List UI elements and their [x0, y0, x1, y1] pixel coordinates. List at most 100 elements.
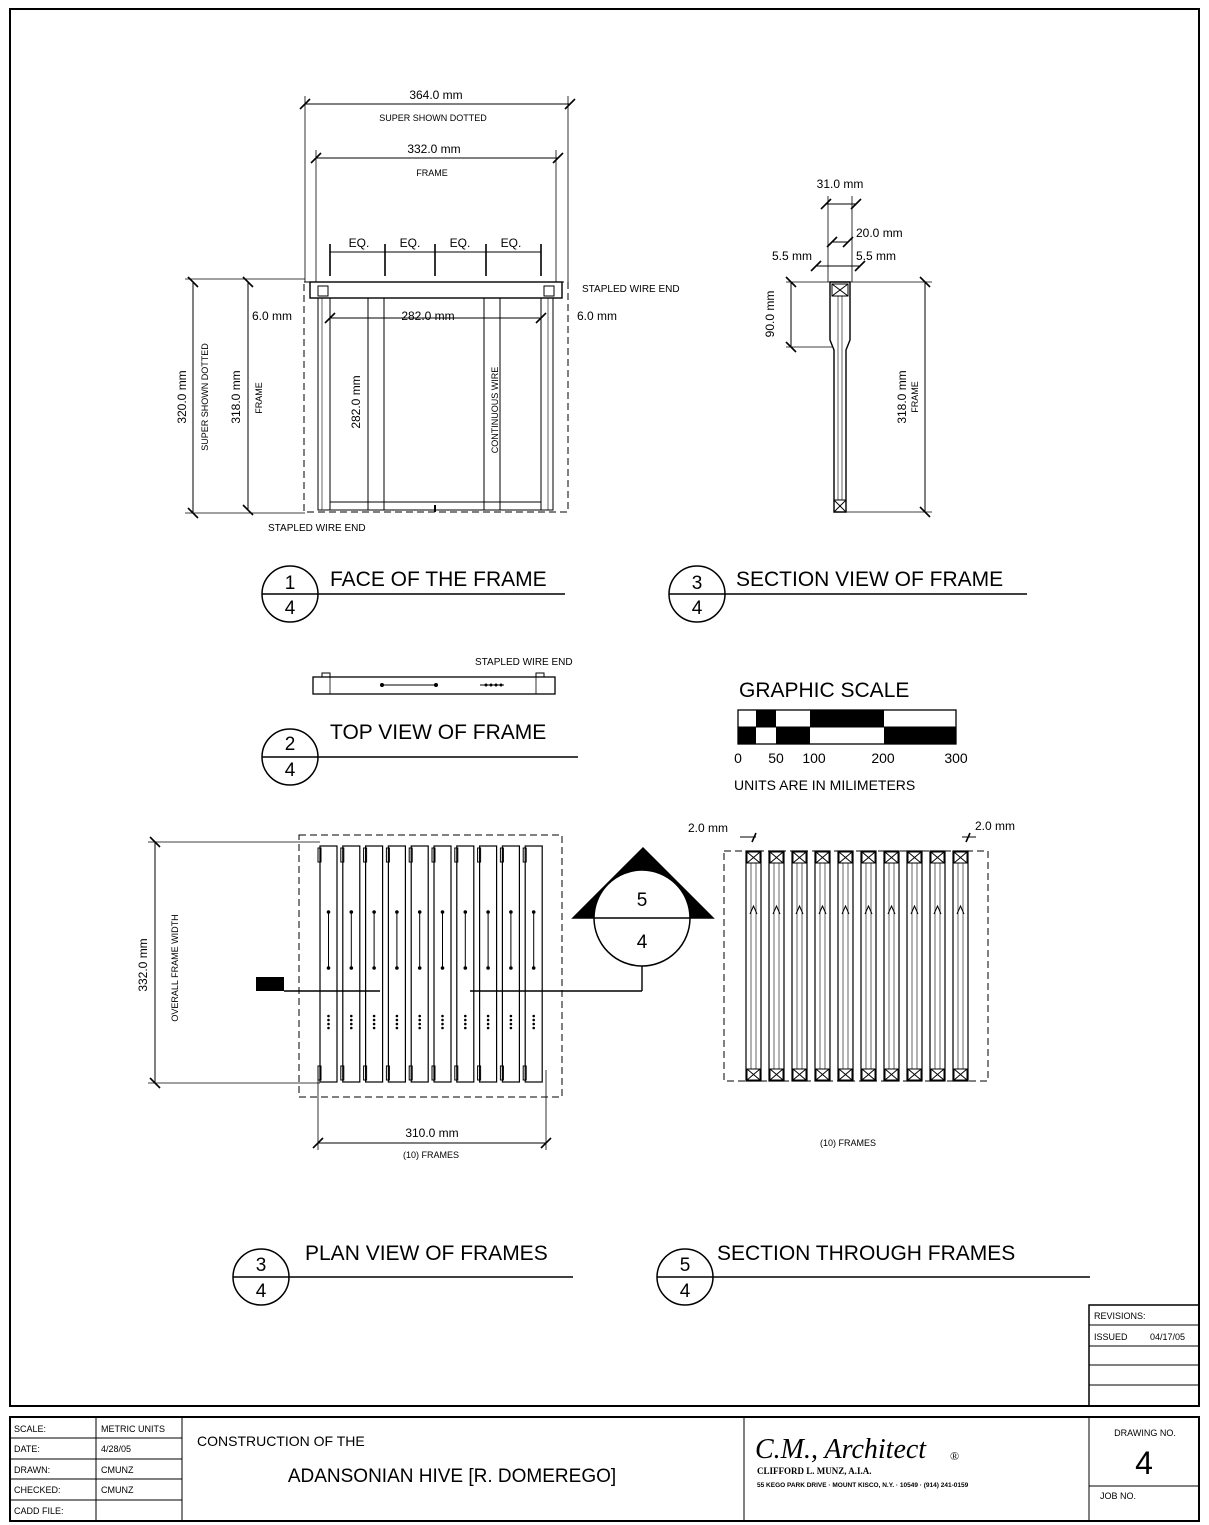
dim-length: 310.0 mm [405, 1126, 458, 1140]
section-callout-5: 5 4 [571, 846, 715, 967]
eq-label: EQ. [501, 236, 522, 250]
view-number: 3 [256, 1255, 267, 1276]
view-number: 2 [285, 734, 296, 755]
tb-label-date: DATE: [14, 1444, 40, 1454]
frames-count-note: (10) FRAMES [820, 1138, 876, 1148]
plan-frame [499, 845, 520, 1083]
section-frame [860, 850, 877, 1082]
tb-value-date: 4/28/05 [101, 1444, 131, 1454]
revisions-header: REVISIONS: [1094, 1311, 1146, 1321]
view-label-2: 2 4 TOP VIEW OF FRAME [261, 721, 578, 786]
plan-frame [454, 845, 475, 1083]
issued-label: ISSUED [1094, 1332, 1128, 1342]
tb-label-drawn: DRAWN: [14, 1465, 50, 1475]
plan-frame [385, 845, 406, 1083]
view-number: 5 [680, 1255, 691, 1276]
view-title: FACE OF THE FRAME [330, 568, 547, 591]
graphic-scale-title: GRAPHIC SCALE [739, 679, 909, 702]
left-gap-dim: 6.0 mm [252, 309, 292, 323]
tb-value-checked: CMUNZ [101, 1485, 134, 1495]
dim-frame-width: 332.0 mm [407, 142, 460, 156]
view-label-3-section: 3 4 SECTION VIEW OF FRAME [668, 565, 1027, 623]
eq-label: EQ. [450, 236, 471, 250]
plan-frame [340, 845, 361, 1083]
drawing-no-label: DRAWING NO. [1114, 1428, 1176, 1438]
section-through-frames: 2.0 mm 2.0 mm (10) FRAMES [688, 819, 1015, 1148]
continuous-wire-note: CONTINUOUS WIRE [490, 367, 500, 454]
view-title: SECTION THROUGH FRAMES [717, 1242, 1015, 1265]
plan-frame [408, 845, 429, 1083]
section-frame [768, 850, 785, 1082]
job-no-label: JOB NO. [1100, 1491, 1136, 1501]
callout-sheet: 4 [637, 932, 648, 953]
tb-value-scale: METRIC UNITS [101, 1424, 165, 1434]
dim-top-height: 90.0 mm [763, 291, 777, 338]
plan-frame [363, 845, 384, 1083]
view-label-5: 5 4 SECTION THROUGH FRAMES [656, 1242, 1090, 1306]
scale-tick: 200 [871, 750, 895, 766]
project-line-2: ADANSONIAN HIVE [R. DOMEREGO] [288, 1466, 616, 1487]
view-number: 3 [692, 573, 703, 594]
dim-left-step: 5.5 mm [772, 249, 812, 263]
frame-note: FRAME [416, 168, 448, 178]
plan-frame [431, 845, 452, 1083]
section-frame [837, 850, 854, 1082]
title-block-border [9, 1416, 1200, 1522]
tb-label-scale: SCALE: [14, 1424, 46, 1434]
super-note: SUPER SHOWN DOTTED [379, 113, 487, 123]
stapled-wire-end-bottom: STAPLED WIRE END [268, 523, 366, 534]
dim-mid-width: 20.0 mm [856, 226, 903, 240]
dim-super-width: 364.0 mm [409, 88, 462, 102]
section-frame [883, 850, 900, 1082]
plan-view-of-frames: 332.0 mm OVERALL FRAME WIDTH 310.0 mm (1… [136, 834, 643, 1160]
right-gap-dim: 2.0 mm [975, 819, 1015, 833]
scale-tick: 0 [734, 750, 742, 766]
dim-inner-width: 282.0 mm [401, 309, 454, 323]
stapled-wire-end-note: STAPLED WIRE END [475, 657, 573, 668]
revisions-box: REVISIONS: ISSUED 04/17/05 [1088, 1304, 1200, 1407]
dim-frame-height: 318.0 mm [895, 370, 909, 423]
section-frame [906, 850, 923, 1082]
view-sheet: 4 [256, 1281, 267, 1302]
face-of-frame-view: 364.0 mm SUPER SHOWN DOTTED 332.0 mm FRA… [175, 88, 680, 534]
dim-super-height: 320.0 mm [175, 370, 189, 423]
scale-tick: 300 [944, 750, 968, 766]
super-height-note: SUPER SHOWN DOTTED [200, 343, 210, 451]
view-title: PLAN VIEW OF FRAMES [305, 1242, 548, 1265]
section-frame [814, 850, 831, 1082]
stapled-wire-end-top: STAPLED WIRE END [582, 284, 680, 295]
firm-mark: ® [950, 1449, 959, 1463]
plan-frame [317, 845, 338, 1083]
frames-count-note: (10) FRAMES [403, 1150, 459, 1160]
firm-address: 55 KEGO PARK DRIVE · MOUNT KISCO, N.Y. ·… [757, 1482, 969, 1489]
view-title: TOP VIEW OF FRAME [330, 721, 546, 744]
project-line-1: CONSTRUCTION OF THE [197, 1433, 365, 1449]
view-sheet: 4 [692, 598, 703, 619]
issued-date: 04/17/05 [1150, 1332, 1185, 1342]
frame-note: FRAME [910, 381, 920, 413]
tb-label-checked: CHECKED: [14, 1485, 61, 1495]
dim-overall-width: 332.0 mm [136, 938, 150, 991]
left-gap-dim: 2.0 mm [688, 821, 728, 835]
firm-name: C.M., Architect [755, 1434, 927, 1465]
view-sheet: 4 [285, 598, 296, 619]
plan-frame [477, 845, 498, 1083]
scale-tick: 50 [768, 750, 784, 766]
right-gap-dim: 6.0 mm [577, 309, 617, 323]
scale-units: UNITS ARE IN MILIMETERS [734, 777, 915, 793]
dim-right-step: 5.5 mm [856, 249, 896, 263]
title-block: SCALE: METRIC UNITS DATE: 4/28/05 DRAWN:… [10, 1417, 1199, 1521]
dim-top-width: 31.0 mm [817, 177, 864, 191]
outer-border [9, 8, 1200, 1407]
tb-value-drawn: CMUNZ [101, 1465, 134, 1475]
eq-label: EQ. [349, 236, 370, 250]
firm-subtitle: CLIFFORD L. MUNZ, A.I.A. [757, 1466, 872, 1476]
view-number: 1 [285, 573, 296, 594]
section-frame [929, 850, 946, 1082]
plan-frame [522, 845, 543, 1083]
view-sheet: 4 [285, 760, 296, 781]
view-label-3-plan: 3 4 PLAN VIEW OF FRAMES [232, 1242, 573, 1306]
section-frame [791, 850, 808, 1082]
frame-height-note: FRAME [254, 382, 264, 414]
